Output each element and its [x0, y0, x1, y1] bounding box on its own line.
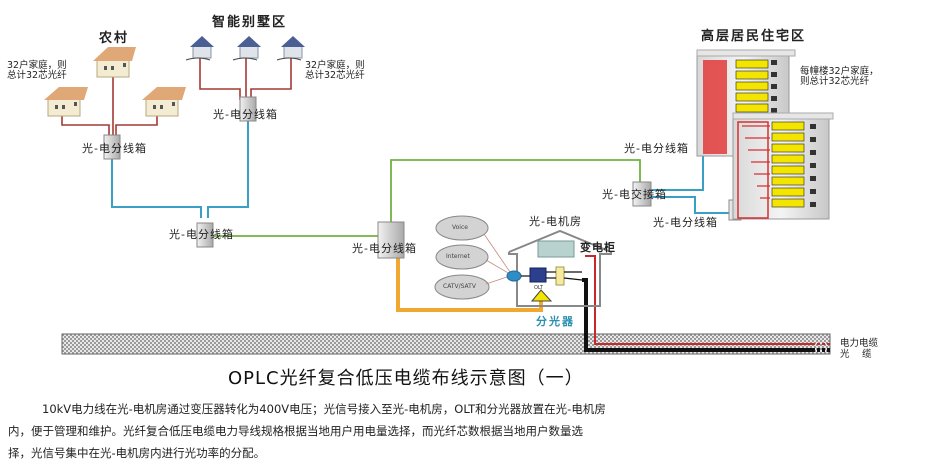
rural-note-line2: 总计32芯光纤	[7, 70, 67, 81]
cloud-internet-label: Internet	[446, 253, 470, 260]
rural-house-right	[142, 87, 186, 117]
blue-fiber-left	[111, 118, 249, 218]
highrise-box1-label: 光-电分线箱	[624, 142, 689, 155]
villa-power-drops	[199, 58, 292, 100]
cloud-links	[483, 233, 511, 285]
rural-house-top	[93, 47, 136, 78]
legend-optical-cable: 光 缆	[840, 349, 872, 360]
rural-distribution-box	[103, 134, 121, 160]
oplc-cables	[582, 255, 830, 352]
center-box-label: 光-电分线箱	[352, 242, 417, 255]
diagram-description: 10kV电力线在光-电机房通过变压器转化为400V电压；光信号接入至光-电机房，…	[8, 398, 938, 464]
villa-house-1	[185, 36, 214, 61]
center-distribution-box	[377, 221, 405, 259]
transformer-cabinet	[537, 240, 575, 258]
cloud-voice-label: Voice	[452, 224, 468, 231]
villa-house-2	[232, 36, 261, 61]
legend-power-cable: 电力电缆	[840, 338, 879, 349]
mid-box-label: 光-电分线箱	[169, 228, 234, 241]
villa-box-label: 光-电分线箱	[213, 108, 278, 121]
blue-fiber-right	[650, 155, 734, 214]
diagram-title: OPLC光纤复合低压电缆布线示意图（一）	[228, 368, 584, 389]
villa-note-line2: 总计32芯光纤	[305, 70, 365, 81]
mid-distribution-box	[196, 222, 214, 248]
olt-device	[529, 267, 547, 283]
villa-note-line1: 32户家庭，则	[305, 60, 365, 71]
router-icon	[506, 270, 522, 282]
description-line-2: 内，便于管理和维护。光纤复合低压电缆电力导线规格根据当地用户用电量选择，而光纤芯…	[8, 424, 583, 438]
highrise-area-title: 高层居民住宅区	[701, 29, 807, 44]
odf-frame	[555, 266, 565, 286]
villa-note: 32户家庭，则 总计32芯光纤	[305, 61, 365, 81]
rural-note-line1: 32户家庭，则	[7, 60, 67, 71]
machine-room-outline	[508, 229, 612, 307]
rural-note: 32户家庭，则 总计32芯光纤	[7, 61, 67, 81]
cross-connect-box	[632, 181, 652, 207]
villa-area-title: 智能别墅区	[212, 15, 288, 30]
rural-house-left	[44, 87, 88, 117]
rural-box-label: 光-电分线箱	[82, 142, 147, 155]
highrise-building-front	[732, 112, 834, 220]
splitter-label: 分光器	[536, 315, 575, 328]
machine-room-label: 光-电机房	[529, 215, 582, 228]
splitter-icon	[530, 289, 553, 302]
cloud-catv	[434, 274, 490, 300]
transformer-label: 变电柜	[580, 241, 616, 254]
rural-area-title: 农村	[99, 31, 130, 46]
olt-label: OLT	[534, 285, 544, 291]
cloud-catv-label: CATV/SATV	[443, 283, 476, 290]
description-line-1: 10kV电力线在光-电机房通过变压器转化为400V电压；光信号接入至光-电机房，…	[42, 402, 606, 416]
highrise-note-line2: 则总计32芯光纤	[800, 76, 870, 87]
description-line-3: 择，光信号集中在光-电机房内进行光功率的分配。	[8, 446, 266, 460]
cross-box-label: 光-电交接箱	[602, 188, 667, 201]
cloud-internet	[435, 244, 489, 270]
rural-power-drops	[61, 74, 158, 138]
cloud-voice	[435, 215, 489, 241]
olt-odf-links	[521, 271, 583, 281]
villa-distribution-box	[239, 96, 257, 122]
highrise-note: 每幢楼32户家庭， 则总计32芯光纤	[800, 67, 879, 87]
highrise-box2-label: 光-电分线箱	[653, 216, 718, 229]
green-fiber	[208, 159, 641, 237]
villa-house-3	[276, 36, 305, 61]
highrise-note-line1: 每幢楼32户家庭，	[800, 66, 879, 77]
